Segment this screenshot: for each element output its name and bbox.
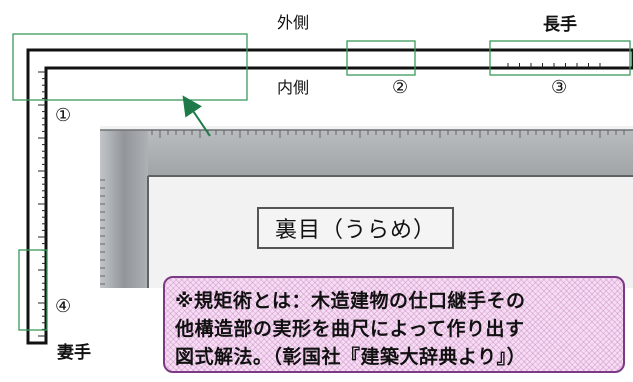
square-outline: [26, 48, 633, 345]
highlight-box-1: [12, 33, 248, 101]
marker-3: ③: [551, 77, 568, 98]
highlight-box-2: [346, 40, 416, 76]
photo-caption: 裏目（うらめ）: [257, 207, 454, 249]
long-arm-label: 長手: [543, 15, 577, 35]
marker-2: ②: [392, 77, 409, 98]
pointer-arrow: [182, 95, 211, 137]
short-arm-label: 妻手: [57, 343, 91, 363]
highlight-box-3: [489, 40, 631, 76]
note-line-1: ※規矩術とは：木造建物の仕口継手その: [175, 290, 526, 312]
note-line-2: 他構造部の実形を曲尺によって作り出す: [175, 318, 525, 340]
marker-4: ④: [55, 296, 72, 317]
long-arm-scale: [507, 63, 601, 68]
outer-side-label: 外側: [277, 13, 310, 32]
note-line-3: 図式解法。（彰国社『建築大辞典より』）: [175, 346, 527, 368]
definition-note: ※規矩術とは：木造建物の仕口継手その 他構造部の実形を曲尺によって作り出す 図式…: [163, 276, 625, 373]
marker-1: ①: [55, 105, 72, 126]
highlight-box-4: [18, 249, 48, 331]
inner-side-label: 内側: [277, 78, 310, 97]
